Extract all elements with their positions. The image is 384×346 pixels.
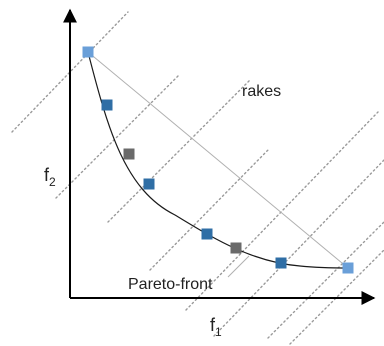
extreme-point-2 <box>342 262 354 274</box>
rakes-group <box>11 11 384 345</box>
rake-line-2 <box>55 75 179 199</box>
pareto-point-gray-2 <box>230 242 242 254</box>
rake-line-7 <box>267 221 384 339</box>
pareto-front-curve <box>87 51 349 269</box>
rake-line-8 <box>289 249 384 345</box>
rake-line-6 <box>213 159 384 337</box>
pareto-point-2 <box>143 178 155 190</box>
extreme-point-1 <box>82 46 94 58</box>
pareto-front-label: Pareto-front <box>128 276 213 293</box>
pareto-point-gray-1 <box>123 148 135 160</box>
pareto-point-3 <box>201 228 213 240</box>
rake-line-5 <box>185 111 379 311</box>
f1-axis-label-base: f <box>210 315 216 335</box>
rake-line-4 <box>149 149 269 271</box>
pareto-front-leader-line <box>227 255 250 278</box>
rake-line-3 <box>107 79 251 223</box>
f2-axis-label-sub: 2 <box>49 175 56 189</box>
rakes-label: rakes <box>242 83 281 100</box>
rake-line-1 <box>11 11 129 133</box>
extreme-points-chord <box>87 51 349 269</box>
f1-axis-label: f1 <box>210 315 222 339</box>
f2-axis-label: f2 <box>44 165 56 189</box>
pareto-point-4 <box>275 257 287 269</box>
pareto-points-group <box>82 46 354 274</box>
f2-axis-label-base: f <box>44 165 50 185</box>
f1-axis-label-sub: 1 <box>215 325 222 339</box>
pareto-point-1 <box>101 99 113 111</box>
